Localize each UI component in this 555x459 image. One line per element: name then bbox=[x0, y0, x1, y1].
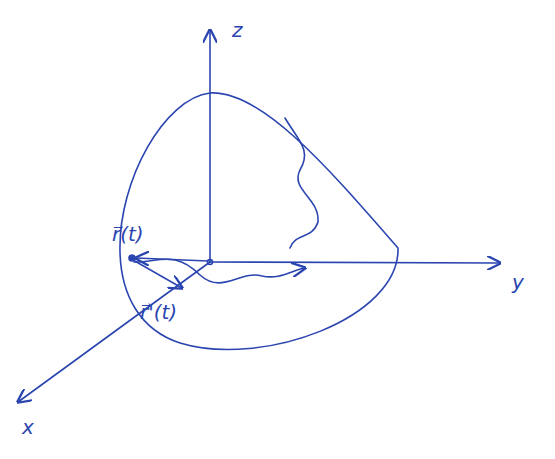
point bbox=[129, 255, 135, 261]
y-axis bbox=[210, 262, 500, 263]
axis-label: z bbox=[232, 18, 243, 42]
path-curve bbox=[134, 259, 305, 283]
x-axis bbox=[18, 262, 210, 402]
position-vector bbox=[136, 258, 208, 261]
tangent-vector bbox=[133, 260, 182, 288]
surface-outline bbox=[120, 93, 398, 350]
vector-label: r⃗(t) bbox=[112, 222, 144, 246]
origin bbox=[208, 260, 213, 265]
vector-label: r⃗'(t) bbox=[140, 300, 177, 324]
z-axis bbox=[209, 30, 211, 262]
surface-curve bbox=[285, 118, 318, 248]
axis-label: y bbox=[512, 270, 524, 294]
axis-label: x bbox=[22, 415, 34, 439]
